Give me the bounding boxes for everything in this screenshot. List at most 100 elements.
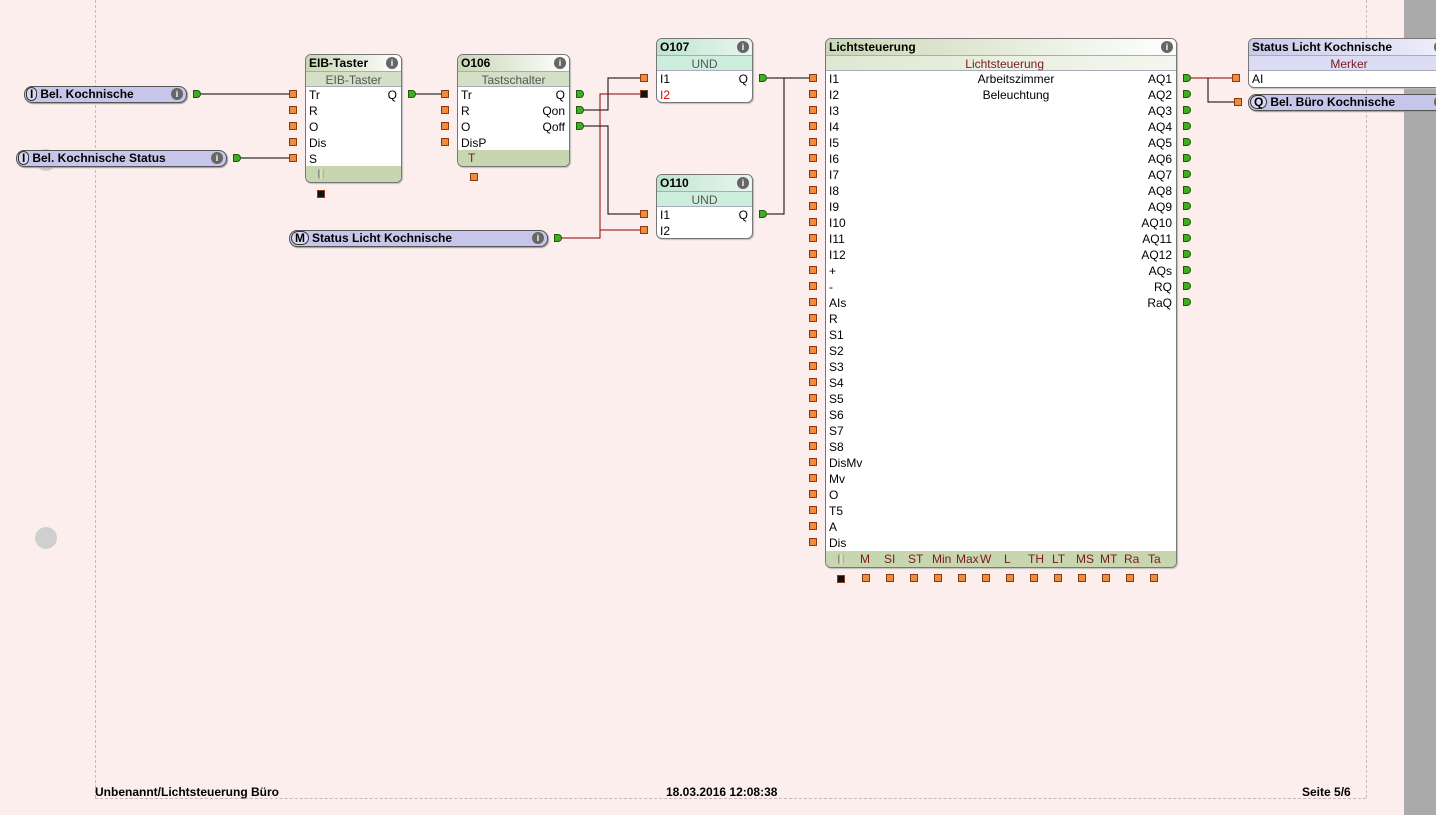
input-pin-I4[interactable] (809, 122, 817, 130)
param-pin-W[interactable] (982, 574, 990, 582)
output-pin-AQ9[interactable] (1183, 202, 1191, 210)
input-pin-I12[interactable] (809, 250, 817, 258)
input-pin-S5[interactable] (809, 394, 817, 402)
output-pin-AQ3[interactable] (1183, 106, 1191, 114)
input-pin-O[interactable] (809, 490, 817, 498)
info-icon[interactable]: i (737, 177, 749, 189)
input-pin-DisP[interactable] (441, 138, 449, 146)
param-pin-L[interactable] (1006, 574, 1014, 582)
input-pin-I8[interactable] (809, 186, 817, 194)
input-pin-S8[interactable] (809, 442, 817, 450)
output-pin-AQ5[interactable] (1183, 138, 1191, 146)
output-pin-Qoff[interactable] (576, 122, 584, 130)
param-pin-Min[interactable] (934, 574, 942, 582)
info-icon[interactable]: i (1434, 96, 1436, 108)
input-pin-S[interactable] (289, 154, 297, 162)
input-pin-I7[interactable] (809, 170, 817, 178)
input-pin-I1[interactable] (640, 74, 648, 82)
input-pin-I3[interactable] (809, 106, 817, 114)
input-pin-I1[interactable] (809, 74, 817, 82)
output-pin-AQ1[interactable] (1183, 74, 1191, 82)
param-pin-MT[interactable] (1102, 574, 1110, 582)
output-pin-AQ4[interactable] (1183, 122, 1191, 130)
input-pin-AIs[interactable] (809, 298, 817, 306)
param-pin-SI[interactable] (886, 574, 894, 582)
battery-pin[interactable] (317, 190, 325, 198)
battery-pin[interactable] (837, 575, 845, 583)
param-pin-Ra[interactable] (1126, 574, 1134, 582)
input-pin-T5[interactable] (809, 506, 817, 514)
info-icon[interactable]: i (1434, 41, 1436, 53)
input-pin-S7[interactable] (809, 426, 817, 434)
input-pin-O[interactable] (441, 122, 449, 130)
input-pin-R[interactable] (289, 106, 297, 114)
input-pin-+[interactable] (809, 266, 817, 274)
input-pin-I2[interactable] (809, 90, 817, 98)
input-pin-S2[interactable] (809, 346, 817, 354)
output-pin-AQ12[interactable] (1183, 250, 1191, 258)
output-pin-RQ[interactable] (1183, 282, 1191, 290)
info-icon[interactable]: i (386, 57, 398, 69)
info-icon[interactable]: i (737, 41, 749, 53)
input-pin-I9[interactable] (809, 202, 817, 210)
param-pin-T[interactable] (470, 173, 478, 181)
output-pin-AQ6[interactable] (1183, 154, 1191, 162)
output-pin[interactable] (554, 234, 562, 242)
input-pin-I2[interactable] (640, 90, 648, 98)
output-pin-Q[interactable] (759, 210, 767, 218)
input-pin-Mv[interactable] (809, 474, 817, 482)
output-pin-AQ2[interactable] (1183, 90, 1191, 98)
input-pin-I6[interactable] (809, 154, 817, 162)
output-pin-AQs[interactable] (1183, 266, 1191, 274)
param-pin-Ta[interactable] (1150, 574, 1158, 582)
output-pin-Q[interactable] (408, 90, 416, 98)
output-pin-Q[interactable] (759, 74, 767, 82)
input-pin-S6[interactable] (809, 410, 817, 418)
info-icon[interactable]: i (171, 88, 183, 100)
output-pin-RaQ[interactable] (1183, 298, 1191, 306)
param-pin-Max[interactable] (958, 574, 966, 582)
param-pin-TH[interactable] (1030, 574, 1038, 582)
output-pin-AQ10[interactable] (1183, 218, 1191, 226)
info-icon[interactable]: i (211, 152, 223, 164)
info-icon[interactable]: i (554, 57, 566, 69)
input-pin--[interactable] (809, 282, 817, 290)
output-pin-Q[interactable] (576, 90, 584, 98)
input-pin-Tr[interactable] (289, 90, 297, 98)
output-pin[interactable] (233, 154, 241, 162)
input-pin-A[interactable] (809, 522, 817, 530)
param-pin-LT[interactable] (1054, 574, 1062, 582)
input-pin[interactable] (1234, 98, 1242, 106)
info-icon[interactable]: i (532, 232, 544, 244)
param-pin-ST[interactable] (910, 574, 918, 582)
input-pin-Dis[interactable] (289, 138, 297, 146)
input-pin-I5[interactable] (809, 138, 817, 146)
input-pin-Tr[interactable] (441, 90, 449, 98)
input-pin-I11[interactable] (809, 234, 817, 242)
input-pin-DisMv[interactable] (809, 458, 817, 466)
input-pin-Dis[interactable] (809, 538, 817, 546)
input-pin-AI[interactable] (1232, 74, 1240, 82)
input-pin-I1[interactable] (640, 210, 648, 218)
output-pin[interactable] (193, 90, 201, 98)
input-pin-S1[interactable] (809, 330, 817, 338)
input-pin-I2[interactable] (640, 226, 648, 234)
input-pin-O[interactable] (289, 122, 297, 130)
output-pin-AQ8[interactable] (1183, 186, 1191, 194)
output-pin-Qon[interactable] (576, 106, 584, 114)
info-icon[interactable]: i (1161, 41, 1173, 53)
output-pin-AQ11[interactable] (1183, 234, 1191, 242)
input-pin-R[interactable] (809, 314, 817, 322)
output-pin-AQ7[interactable] (1183, 170, 1191, 178)
input-pin-I10[interactable] (809, 218, 817, 226)
input-pin-S4[interactable] (809, 378, 817, 386)
